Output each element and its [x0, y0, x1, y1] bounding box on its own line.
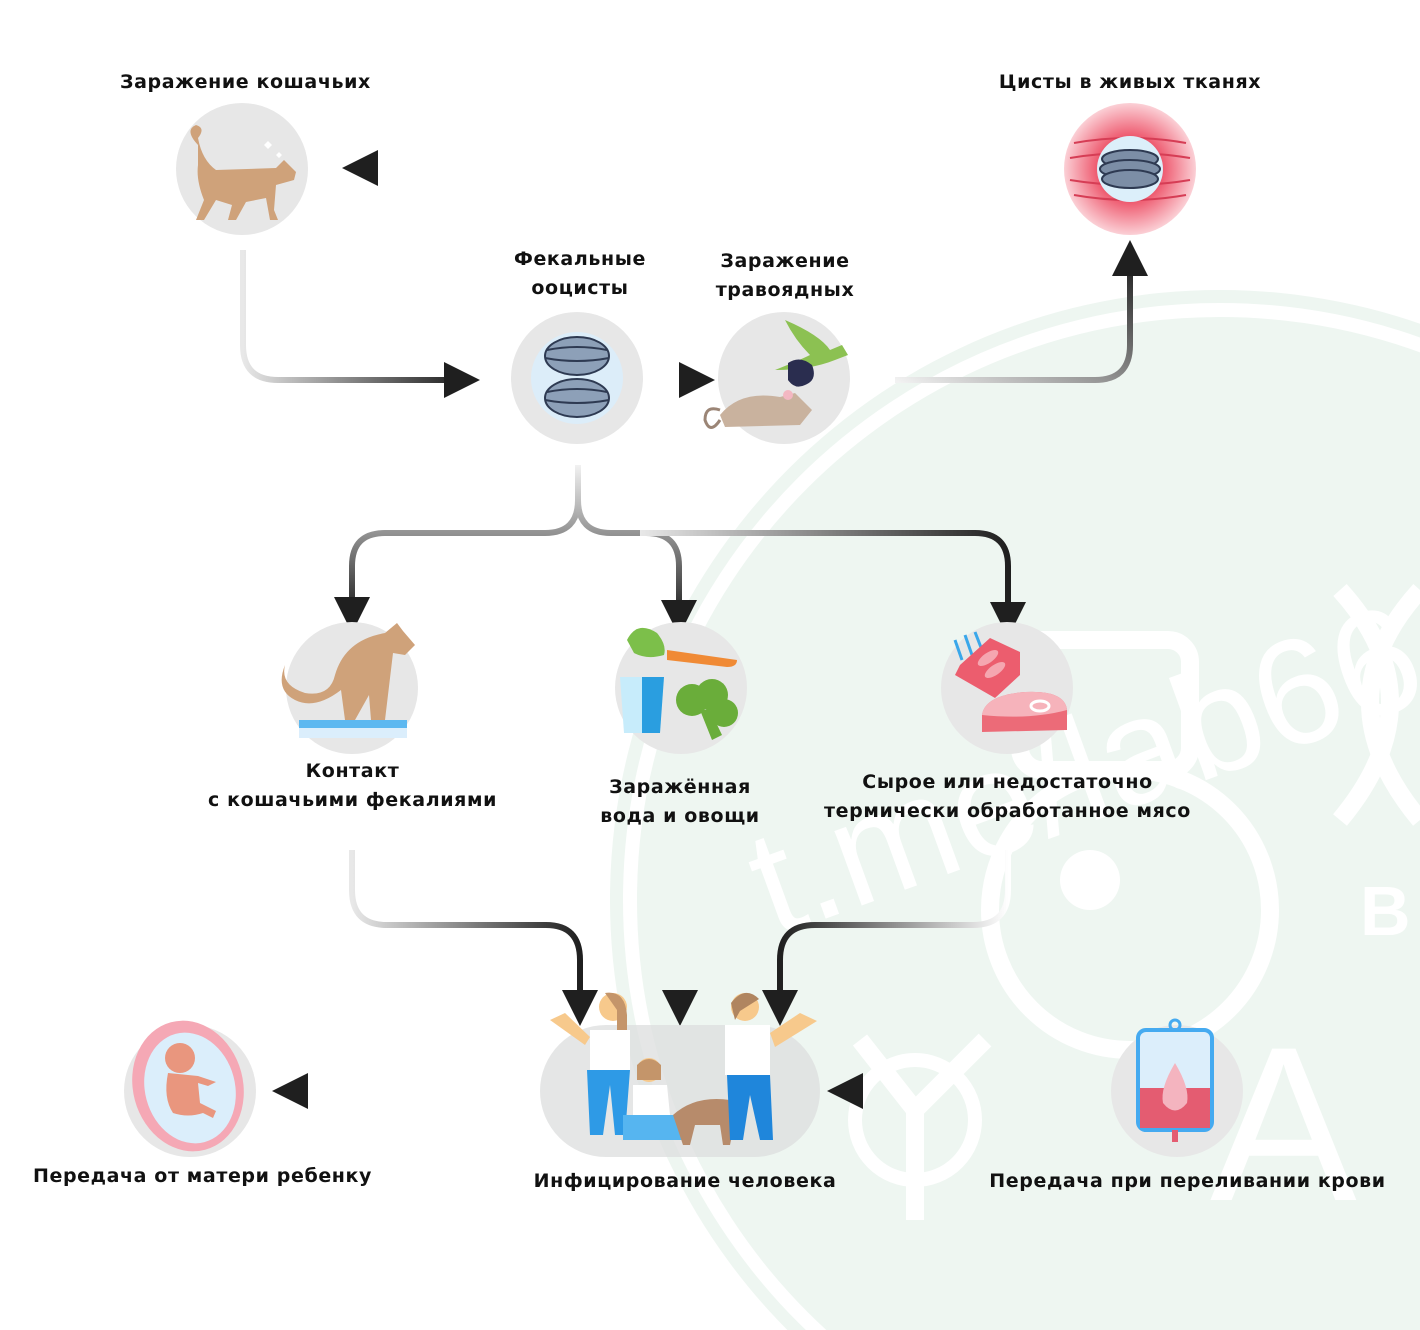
node-label-line2: травоядных	[715, 279, 855, 301]
oocysts-icon	[531, 332, 623, 424]
node-label-line1: Контакт	[305, 760, 400, 782]
family-with-cat-icon	[550, 992, 817, 1145]
cat-litter-icon	[281, 623, 415, 738]
node-label: Передача от матери ребенку	[32, 1165, 373, 1187]
node-label-line1: Сырое или недостаточно	[862, 771, 1153, 793]
node-label-line1: Заражённая	[609, 776, 751, 798]
node-label-line2: вода и овощи	[600, 805, 760, 827]
node-label: Цисты в живых тканях	[998, 71, 1262, 93]
node-label: Заражение кошачьих	[120, 71, 371, 93]
fetus-icon	[132, 1020, 244, 1152]
tissue-cyst-icon	[1064, 103, 1196, 235]
bird-and-mouse-icon	[703, 320, 848, 429]
node-label-line1: Фекальные	[514, 248, 646, 270]
water-vegetables-icon	[620, 627, 738, 740]
arrow-oocysts-to-meat	[640, 530, 1026, 638]
node-circle	[941, 622, 1073, 754]
raw-meat-icon	[953, 631, 1067, 732]
node-label: Инфицирование человека	[533, 1170, 837, 1192]
blood-bag-icon	[1136, 1018, 1214, 1142]
node-label-line2: термически обработанное мясо	[824, 800, 1191, 822]
arrow-oocysts-to-litter	[334, 465, 581, 633]
arrow-oocysts-to-water	[575, 465, 697, 636]
node-label: Передача при переливании крови	[989, 1170, 1386, 1192]
arrow-herbivores-to-cysts	[895, 240, 1148, 383]
node-label-line2: ооцисты	[531, 277, 629, 299]
node-label-line2: с кошачьими фекалиями	[208, 789, 497, 811]
walking-cat-icon	[190, 125, 296, 220]
arrow-meat-to-human	[762, 850, 1011, 1026]
node-label-line1: Заражение	[720, 250, 850, 272]
arrow-litter-to-human	[349, 850, 598, 1026]
arrow-feline-to-oocysts	[240, 250, 480, 398]
